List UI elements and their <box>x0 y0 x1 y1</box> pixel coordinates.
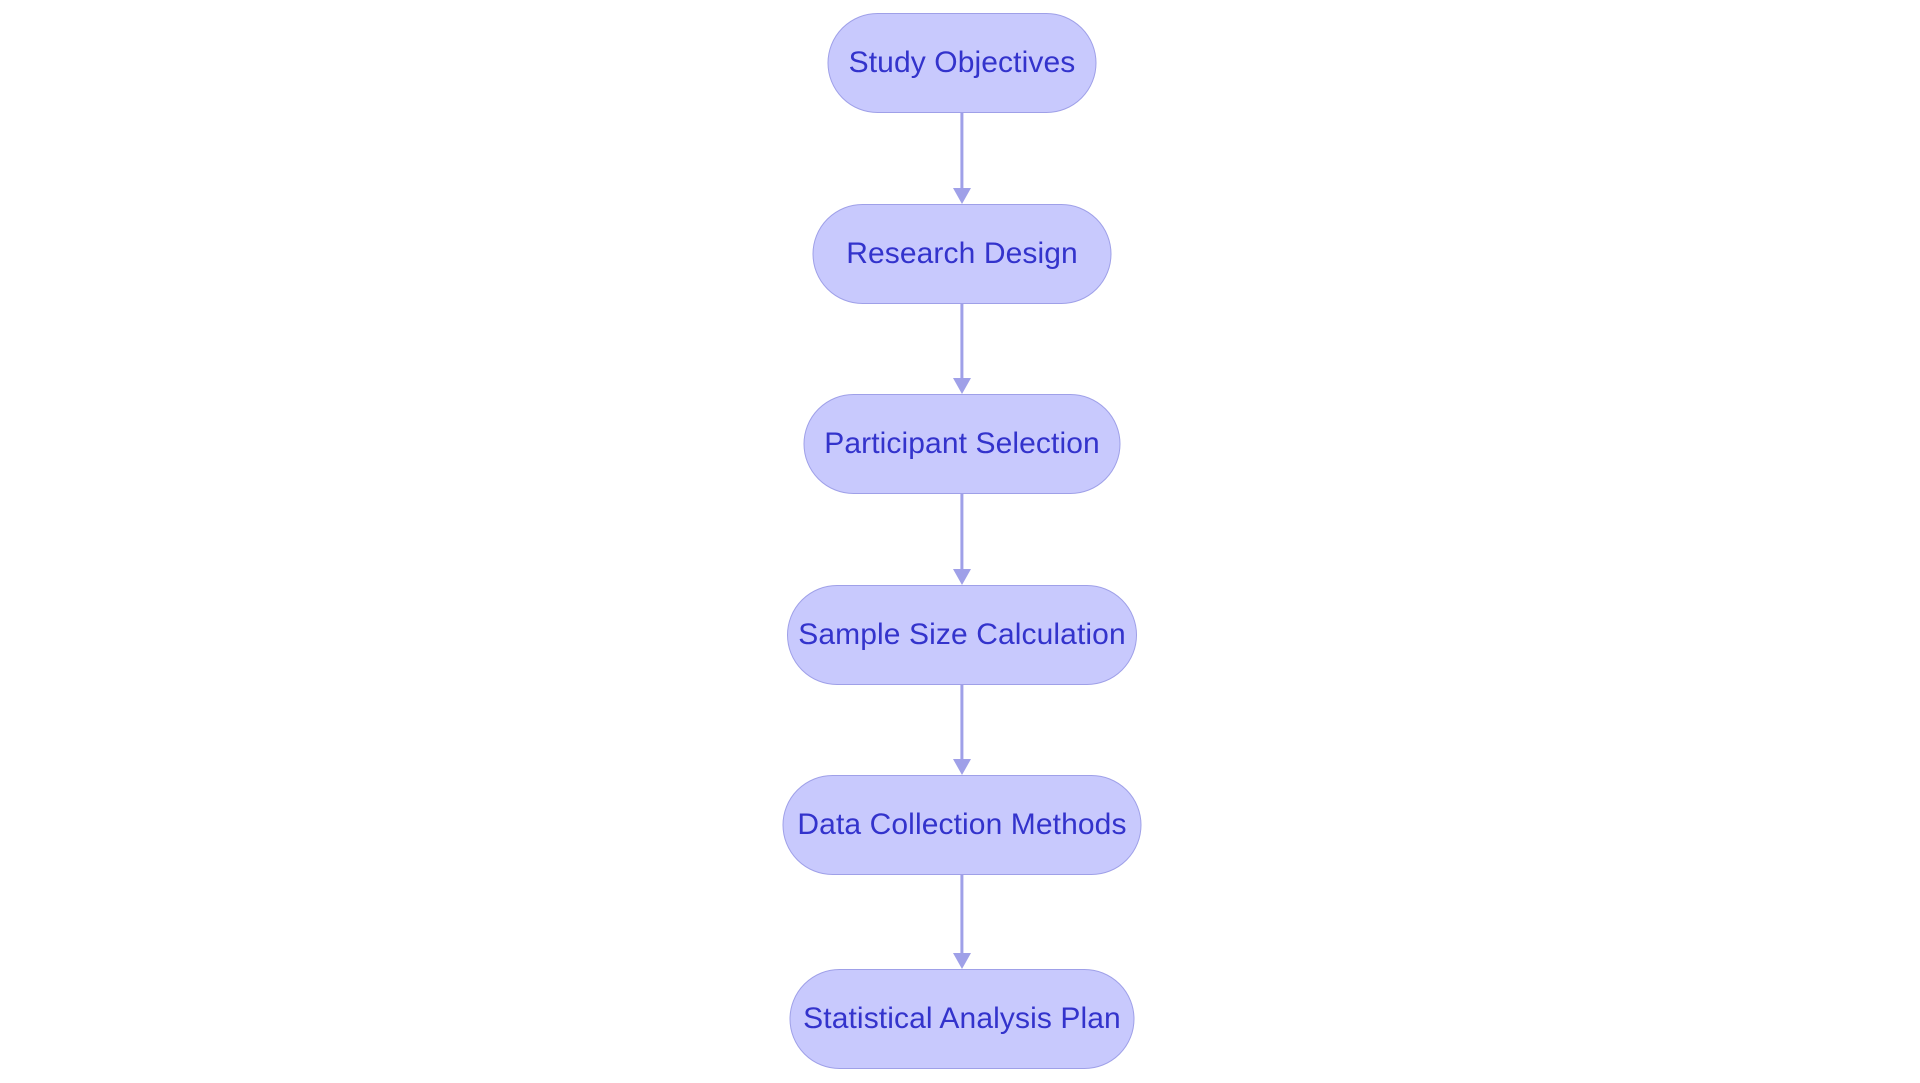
arrowhead-icon <box>953 759 971 775</box>
flow-edge <box>952 875 972 969</box>
flow-node-data-collection-methods[interactable]: Data Collection Methods <box>782 775 1142 875</box>
edge-line <box>960 875 964 954</box>
arrowhead-icon <box>953 188 971 204</box>
flow-node-label: Statistical Analysis Plan <box>803 1002 1121 1035</box>
flow-node-statistical-analysis-plan[interactable]: Statistical Analysis Plan <box>789 969 1135 1069</box>
flow-node-label: Research Design <box>846 237 1078 270</box>
edge-line <box>960 304 964 379</box>
flow-node-label: Sample Size Calculation <box>798 618 1126 651</box>
flow-edge <box>952 113 972 204</box>
arrowhead-icon <box>953 953 971 969</box>
arrowhead-icon <box>953 378 971 394</box>
flow-node-participant-selection[interactable]: Participant Selection <box>803 394 1121 494</box>
edge-line <box>960 685 964 760</box>
flow-edge <box>952 494 972 585</box>
flow-edge <box>952 304 972 394</box>
flow-edge <box>952 685 972 775</box>
flow-node-sample-size-calculation[interactable]: Sample Size Calculation <box>787 585 1137 685</box>
flow-node-study-objectives[interactable]: Study Objectives <box>827 13 1097 113</box>
flow-node-label: Participant Selection <box>824 427 1100 460</box>
flow-node-research-design[interactable]: Research Design <box>812 204 1112 304</box>
arrowhead-icon <box>953 569 971 585</box>
flow-node-label: Data Collection Methods <box>797 808 1127 841</box>
edge-line <box>960 494 964 570</box>
edge-line <box>960 113 964 189</box>
flow-node-label: Study Objectives <box>848 46 1076 79</box>
